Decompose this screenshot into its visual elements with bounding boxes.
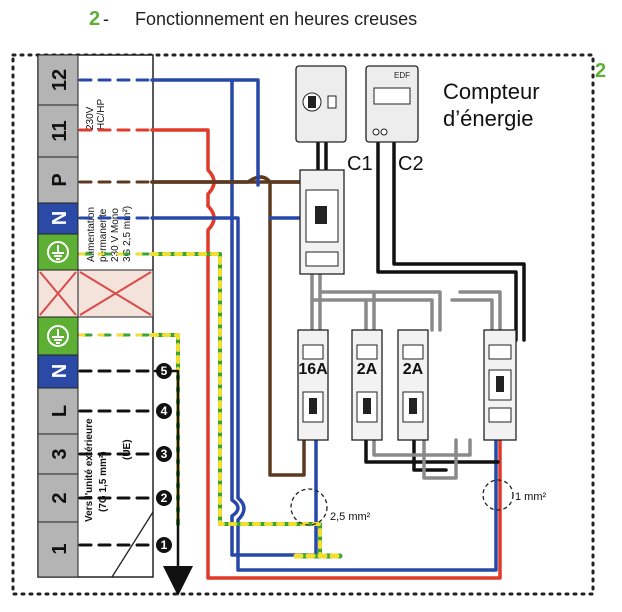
dotted-frame — [11, 53, 595, 596]
cable-section-left-label: 2,5 mm² — [330, 511, 371, 523]
breaker-2a-first-label: 2A — [357, 361, 378, 378]
terminal-label-n-bottom: N — [49, 364, 71, 378]
breaker-16a-label: 16A — [298, 361, 328, 378]
svg-text:HC/HP: HC/HP — [96, 99, 107, 130]
cable-section-marker-left — [290, 488, 328, 526]
svg-text:permanente: permanente — [98, 208, 109, 262]
arrow-down-icon — [163, 566, 193, 596]
terminal-label-n-top: N — [49, 211, 71, 225]
differential-switch — [299, 169, 345, 275]
outdoor-terminal-2: 2 — [156, 490, 172, 506]
svg-text:4: 4 — [161, 404, 168, 418]
cable-section-marker-right — [482, 479, 514, 511]
wire-brown-p — [150, 175, 307, 477]
outdoor-terminal-5: 5 — [156, 363, 172, 379]
svg-text:3G 2,5 mm²): 3G 2,5 mm²) — [122, 206, 133, 262]
svg-text:(7G 1,5 mm²): (7G 1,5 mm²) — [98, 451, 109, 512]
svg-text:Vers l'unité extérieure: Vers l'unité extérieure — [84, 418, 95, 522]
breaker-16a: 16A — [297, 329, 329, 441]
terminal-block: 12 11 P N N L 3 2 1 230V HC/HP Alimentat… — [37, 54, 154, 578]
outdoor-terminal-4: 4 — [156, 403, 172, 419]
breaker-2a-first: 2A — [351, 329, 383, 441]
outdoor-terminal-1: 1 — [156, 537, 172, 553]
wire-grey-bus — [310, 270, 434, 332]
outdoor-unit-label: Vers l'unité extérieure (7G 1,5 mm²) (UE… — [84, 418, 133, 522]
meter-label: Compteur d’énergie — [443, 78, 583, 132]
earth-icon — [47, 241, 69, 263]
energy-meter-device: EDF — [365, 65, 419, 143]
terminal-label-p: P — [49, 173, 71, 186]
terminal-label-1: 1 — [49, 543, 71, 554]
wire-blue-12 — [150, 78, 318, 557]
meter-brand: EDF — [394, 71, 410, 80]
hchp-label: 230V HC/HP — [85, 99, 107, 130]
wire-c2-right — [376, 138, 518, 342]
terminal-label-12: 12 — [49, 69, 71, 91]
outdoor-terminals: 5 4 3 2 1 — [156, 363, 172, 553]
svg-text:230V: 230V — [85, 106, 96, 130]
step-dash: - — [103, 9, 109, 29]
alim-label: Alimentation permanente 230 V Mono 3G 2,… — [86, 206, 133, 262]
earth-icon — [47, 325, 69, 347]
terminal-label-2: 2 — [49, 492, 71, 503]
c2-label: C2 — [398, 153, 424, 175]
step-number: 2 — [89, 8, 101, 30]
wire-blue-n — [150, 216, 498, 572]
terminal-label-l: L — [49, 405, 71, 417]
page-title: Fonctionnement en heures creuses — [135, 9, 418, 29]
terminal-label-3: 3 — [49, 448, 71, 459]
svg-text:1: 1 — [161, 538, 168, 552]
svg-text:5: 5 — [161, 364, 168, 378]
svg-text:3: 3 — [161, 447, 168, 461]
svg-text:2: 2 — [161, 491, 168, 505]
outdoor-section-edge — [111, 511, 154, 578]
main-breaker-device — [295, 65, 347, 143]
corner-step-number: 2 — [595, 60, 607, 82]
terminal-label-11: 11 — [49, 120, 71, 141]
svg-text:Alimentation: Alimentation — [86, 207, 97, 262]
outdoor-terminal-3: 3 — [156, 446, 172, 462]
contactor-device — [483, 329, 517, 441]
meter-label-line1: Compteur — [443, 79, 540, 104]
meter-label-line2: d’énergie — [443, 106, 534, 131]
breaker-2a-second-label: 2A — [403, 361, 424, 378]
cable-section-right-label: 1 mm² — [515, 491, 547, 503]
breaker-2a-second: 2A — [397, 329, 429, 441]
cross-mark-icon — [39, 271, 152, 316]
svg-text:(UE): (UE) — [122, 439, 133, 460]
wire-red-11 — [150, 128, 502, 580]
svg-text:230 V Mono: 230 V Mono — [110, 208, 121, 262]
c1-label: C1 — [347, 153, 373, 175]
page-header: 2 - Fonctionnement en heures creuses — [0, 0, 622, 40]
